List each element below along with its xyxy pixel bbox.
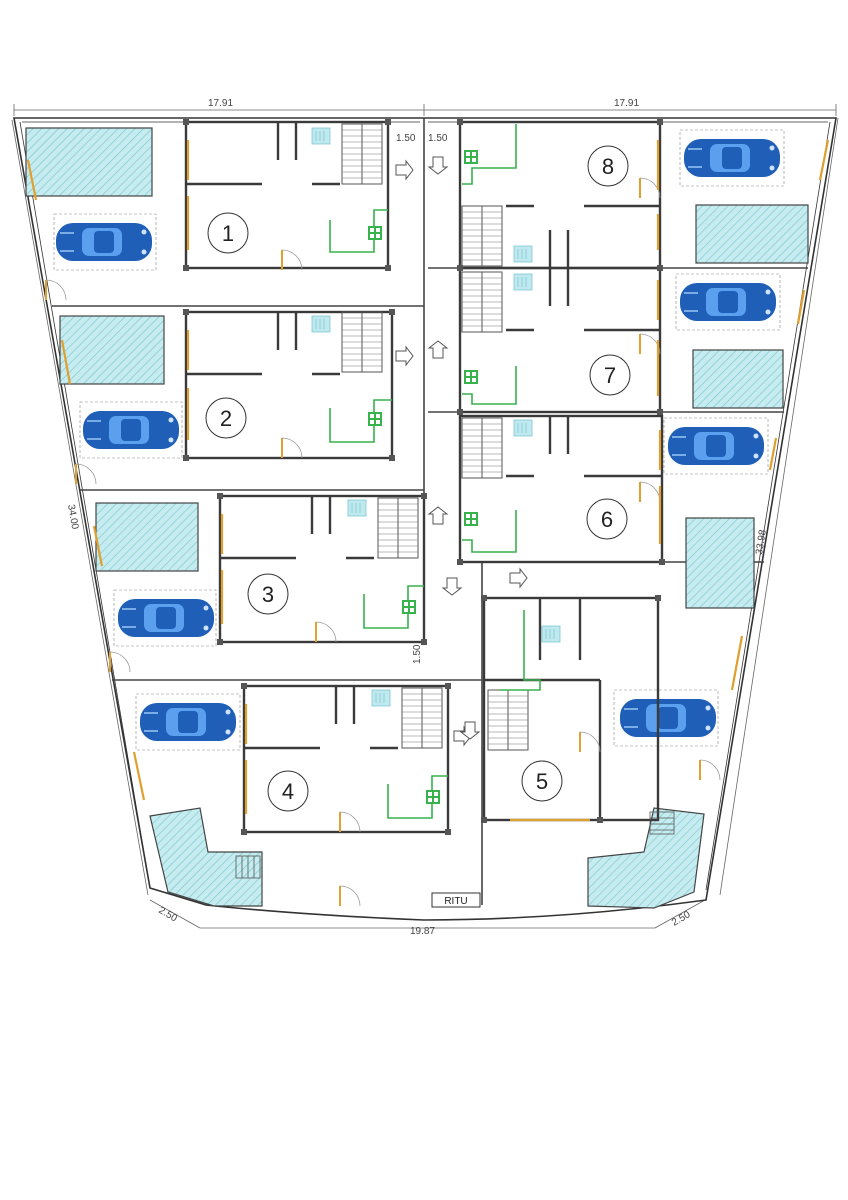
unit-number-6: 6 [601,507,613,532]
sink-icon [402,600,416,614]
utility-label: RITU [444,896,467,907]
dimension-top-left: 17.91 [208,98,233,109]
pool-steps [235,811,675,879]
sink-icon [368,226,382,240]
sink-icon [368,412,382,426]
door-icon [639,481,661,503]
utility-box: RITU [431,892,481,908]
dimension-lines [11,104,839,929]
shower-icon [371,689,391,707]
stair-icon [341,311,383,373]
shower-icon [513,419,533,437]
pool-icon [587,807,705,909]
dimension-bottom-width: 19.87 [410,926,435,937]
arrow-icon [442,577,462,596]
door-icon [75,463,97,485]
pools [25,127,809,909]
stair-icon [461,205,503,267]
sink-icon [426,790,440,804]
shower-icon [347,499,367,517]
arrow-icon [428,340,448,359]
unit-number-8: 8 [602,154,614,179]
shower-icon [513,245,533,263]
shower-icon [513,273,533,291]
unit-number-2: 2 [220,406,232,431]
structural-columns [183,119,665,835]
pool-icon [695,204,809,264]
dimension-bottom-right-offset: 2.50 [670,909,693,928]
stair-icons [341,123,529,751]
pool-icon [25,127,153,197]
stair-icon [377,497,419,559]
arrow-icon [428,506,448,525]
door-icon [339,811,361,833]
sink-icon [464,150,478,164]
door-icon [45,279,67,301]
stair-icon [461,417,503,479]
arrow-icon [509,568,528,588]
stair-icon [341,123,383,185]
pool-icon [59,315,165,385]
stair-icon [461,271,503,333]
unit-number-3: 3 [262,582,274,607]
windows [26,139,830,822]
unit-number-7: 7 [604,363,616,388]
stair-icon [487,689,529,751]
dimension-top-right: 17.91 [614,98,639,109]
dimension-stair-gap-b: 1.50 [428,133,448,144]
car-icon [82,410,180,450]
door-icon [579,731,601,753]
parking-cars [53,129,785,751]
door-icon [339,885,361,907]
shower-icon [541,625,561,643]
sink-icon [464,370,478,384]
door-icon [281,437,303,459]
dimension-stair-gap-a: 1.50 [396,133,416,144]
arrow-icon [395,160,414,180]
pool-icon [692,349,784,409]
car-icon [683,138,781,178]
car-icon [117,598,215,638]
unit-walls [184,120,664,834]
car-icon [667,426,765,466]
shower-icon [311,127,331,145]
unit-labels: 1 2 3 4 5 6 7 8 [205,145,631,812]
car-icon [55,222,153,262]
pool-icon [149,807,263,907]
pool-icon [685,517,755,609]
dimension-left-depth: 34.00 [65,504,80,531]
unit-number-4: 4 [282,779,294,804]
kitchen-fixtures [329,124,541,819]
sink-icon [464,512,478,526]
car-icon [619,698,717,738]
car-icon [679,282,777,322]
car-icon [139,702,237,742]
stair-icon [401,687,443,749]
pool-icon [95,502,199,572]
dimension-right-depth: 33.98 [754,529,769,556]
door-icon [315,621,337,643]
shower-icon [311,315,331,333]
arrow-icon [395,346,414,366]
unit-number-1: 1 [222,221,234,246]
dimension-corridor-gap: 1.50 [412,644,423,664]
arrow-icon [428,156,448,175]
unit-number-5: 5 [536,769,548,794]
dimension-bottom-left-offset: 2.50 [157,905,180,924]
door-icon [699,759,721,781]
